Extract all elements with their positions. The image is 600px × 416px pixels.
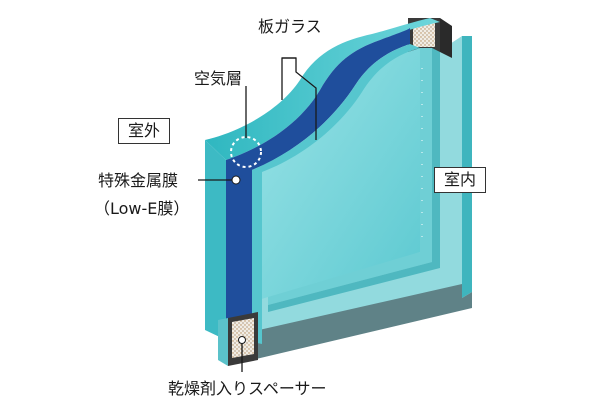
lowe-film-label: （Low-E膜） [94,199,190,218]
metal-film-dot [231,175,241,185]
outdoor-pane-left-edge [205,140,226,340]
spacer-bottom [218,312,258,366]
outdoor-pane-face [258,48,420,300]
metal-film-label: 特殊金属膜 [98,171,179,190]
indoor-label: 室内 [434,167,487,193]
plate-glass-label: 板ガラス [258,17,322,36]
outdoor-label: 室外 [118,118,171,144]
plate-glass-leader [281,57,317,140]
low-e-metal-film [226,28,410,342]
outdoor-pane-top [205,18,440,160]
outdoor-glass-pane [205,18,440,344]
indoor-pane-lower-shadow [250,284,472,360]
spacer-dot [238,336,246,344]
leader-lines [198,57,317,372]
spacer-label: 乾燥剤入りスペーサー [168,379,327,398]
air-layer-label: 空気層 [194,69,243,88]
air-layer-marker [230,136,262,168]
